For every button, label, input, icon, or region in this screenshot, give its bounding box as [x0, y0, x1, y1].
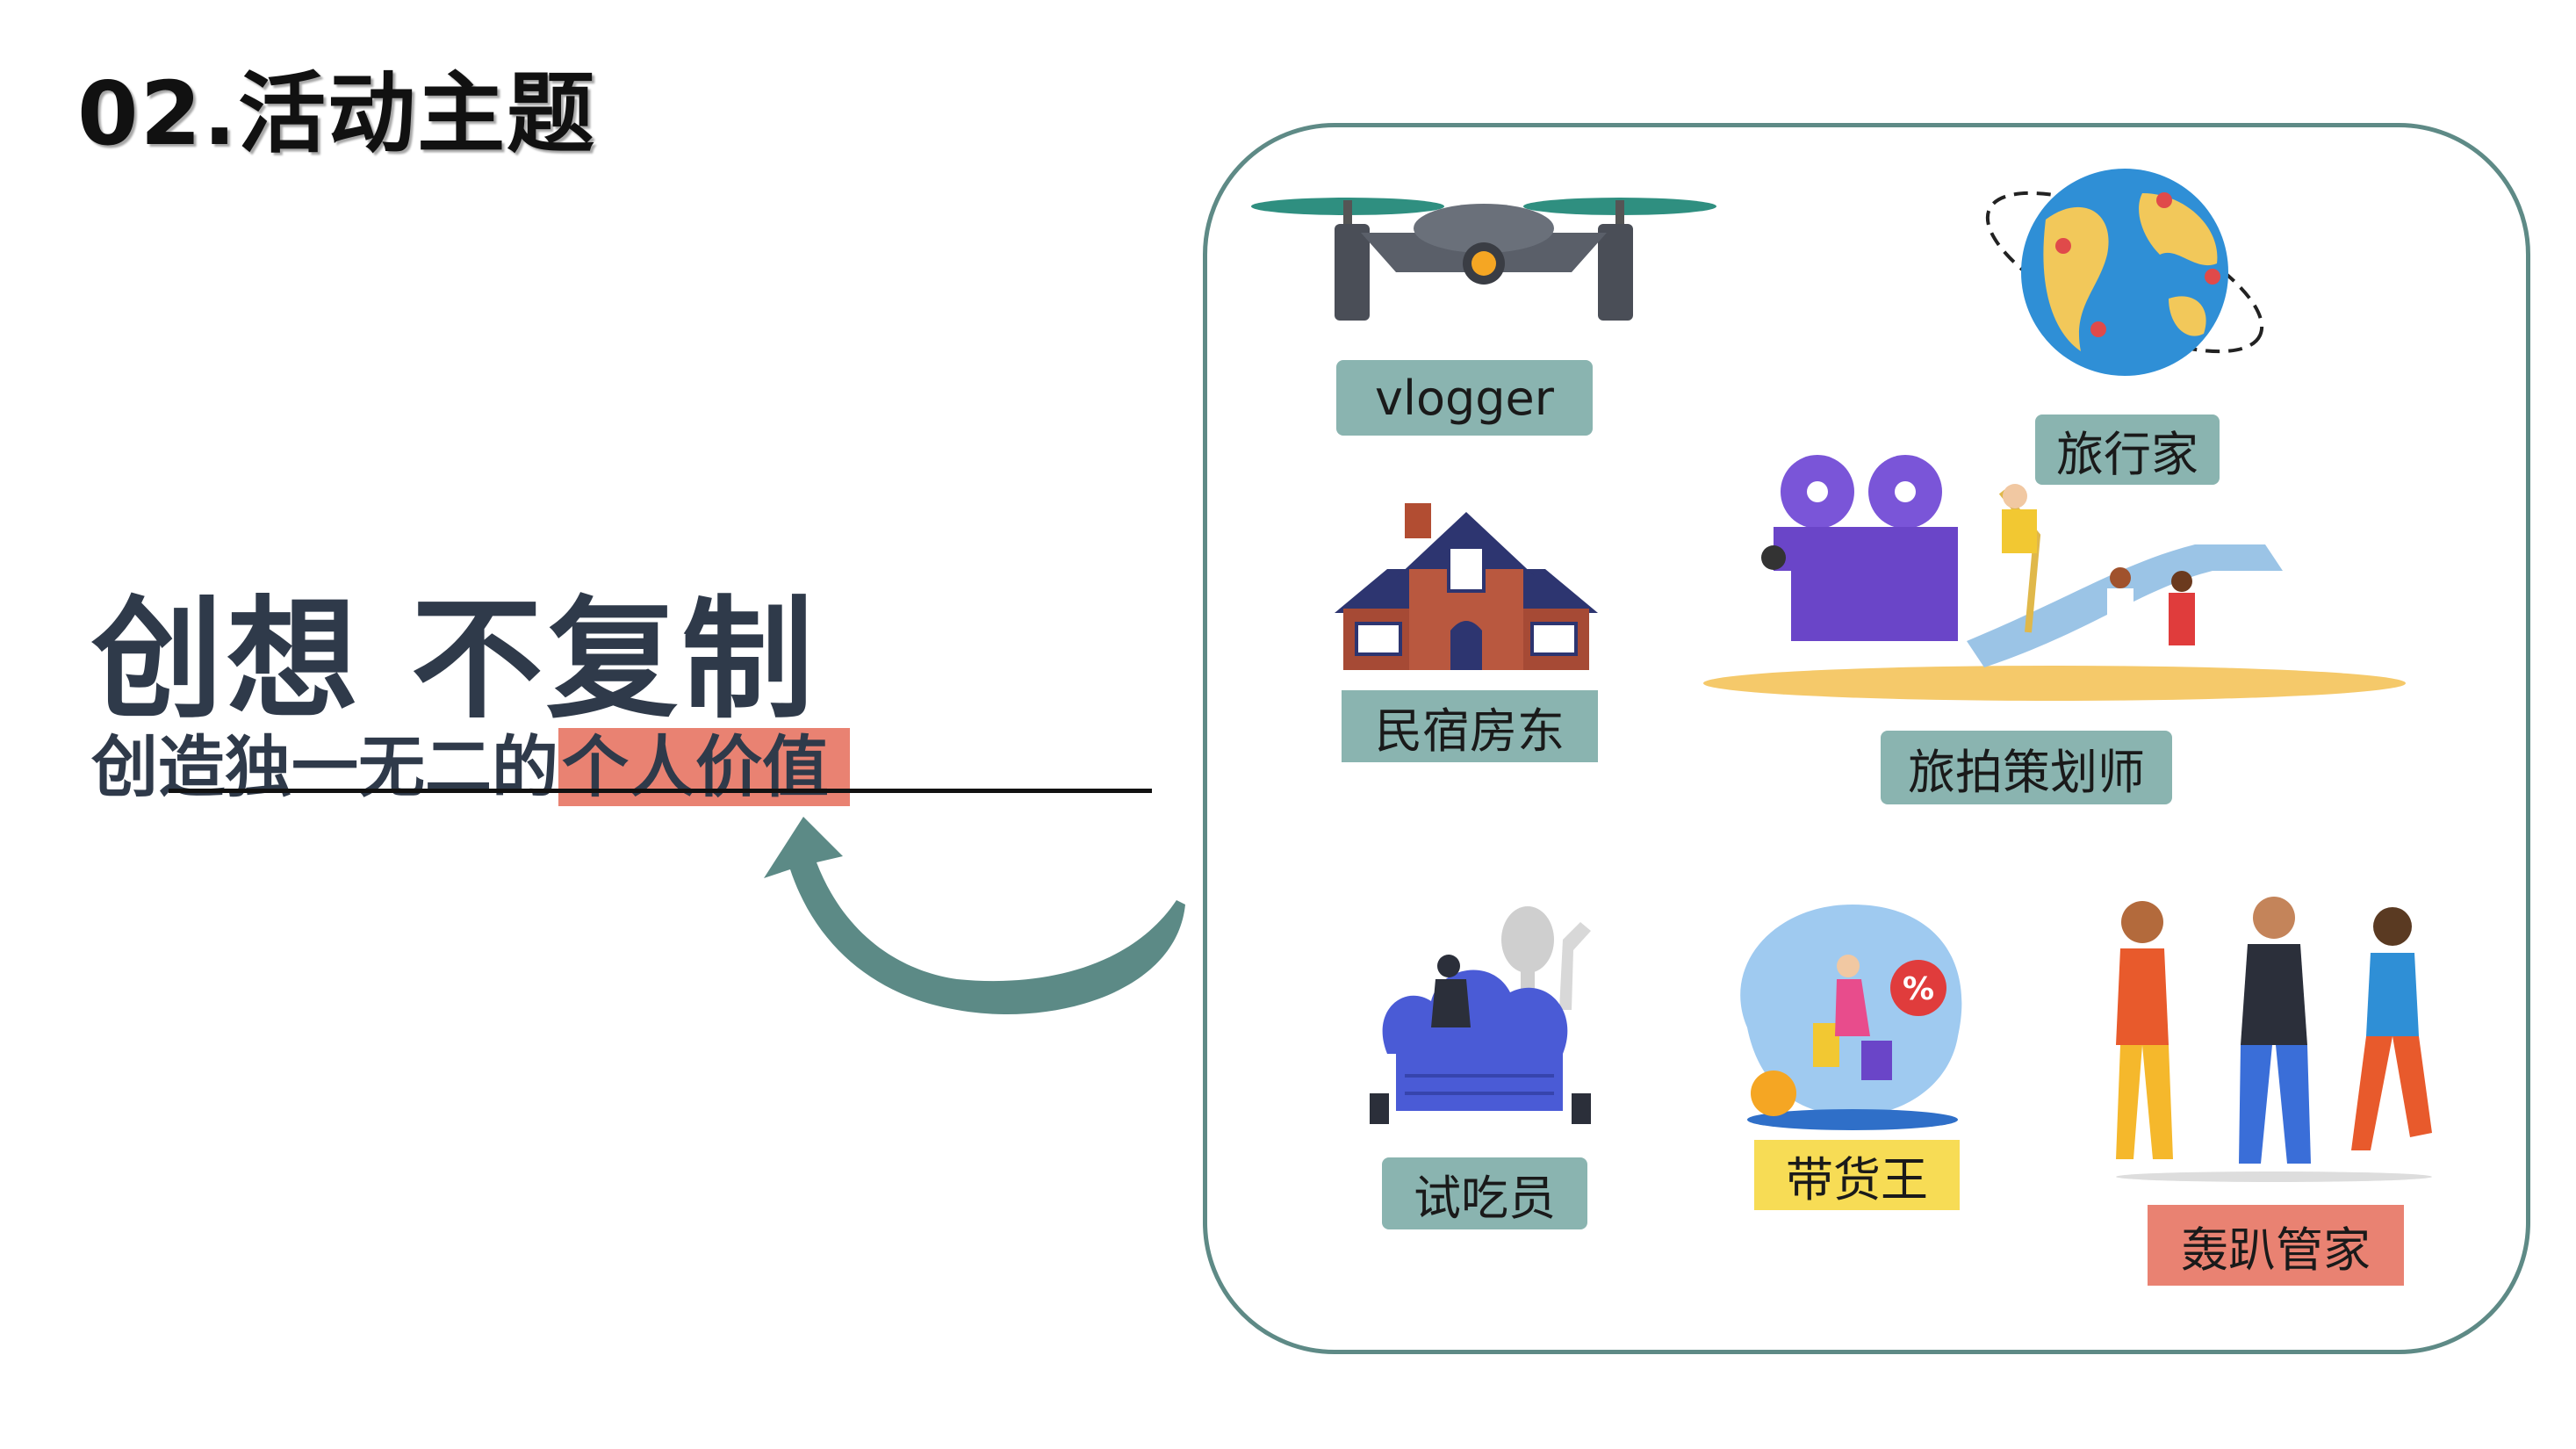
subline-text: 创造独一无二的: [91, 728, 558, 806]
svg-text:%: %: [1903, 971, 1934, 1007]
subline: 创造独一无二的个人价值: [91, 713, 850, 810]
role-tag-travel-photo-planner: 旅拍策划师: [1881, 731, 2172, 804]
role-tag-party-butler: 轰趴管家: [2148, 1205, 2404, 1286]
house-icon: [1335, 503, 1598, 670]
chef-hat-icon: [1370, 906, 1591, 1124]
roles-panel: [1203, 123, 2530, 1354]
party-icon: [2116, 897, 2432, 1182]
page-title: 02.活动主题: [77, 62, 597, 165]
globe-icon: [1985, 169, 2264, 376]
headline: 创想 不复制: [91, 584, 817, 737]
drone-icon: [1251, 198, 1716, 321]
film-crew-icon: [1703, 455, 2406, 701]
curved-arrow-icon: [764, 817, 1185, 1014]
role-tag-bnb-host: 民宿房东: [1342, 690, 1598, 762]
role-tag-vlogger: vlogger: [1336, 360, 1593, 436]
underline-divider: [169, 789, 1152, 793]
role-tag-traveler: 旅行家: [2035, 415, 2220, 485]
subline-highlight: 个人价值: [558, 728, 850, 806]
role-tag-food-tester: 试吃员: [1382, 1157, 1587, 1229]
role-tag-sales-king: 带货王: [1754, 1140, 1960, 1210]
shopping-icon: %: [1740, 905, 1962, 1130]
